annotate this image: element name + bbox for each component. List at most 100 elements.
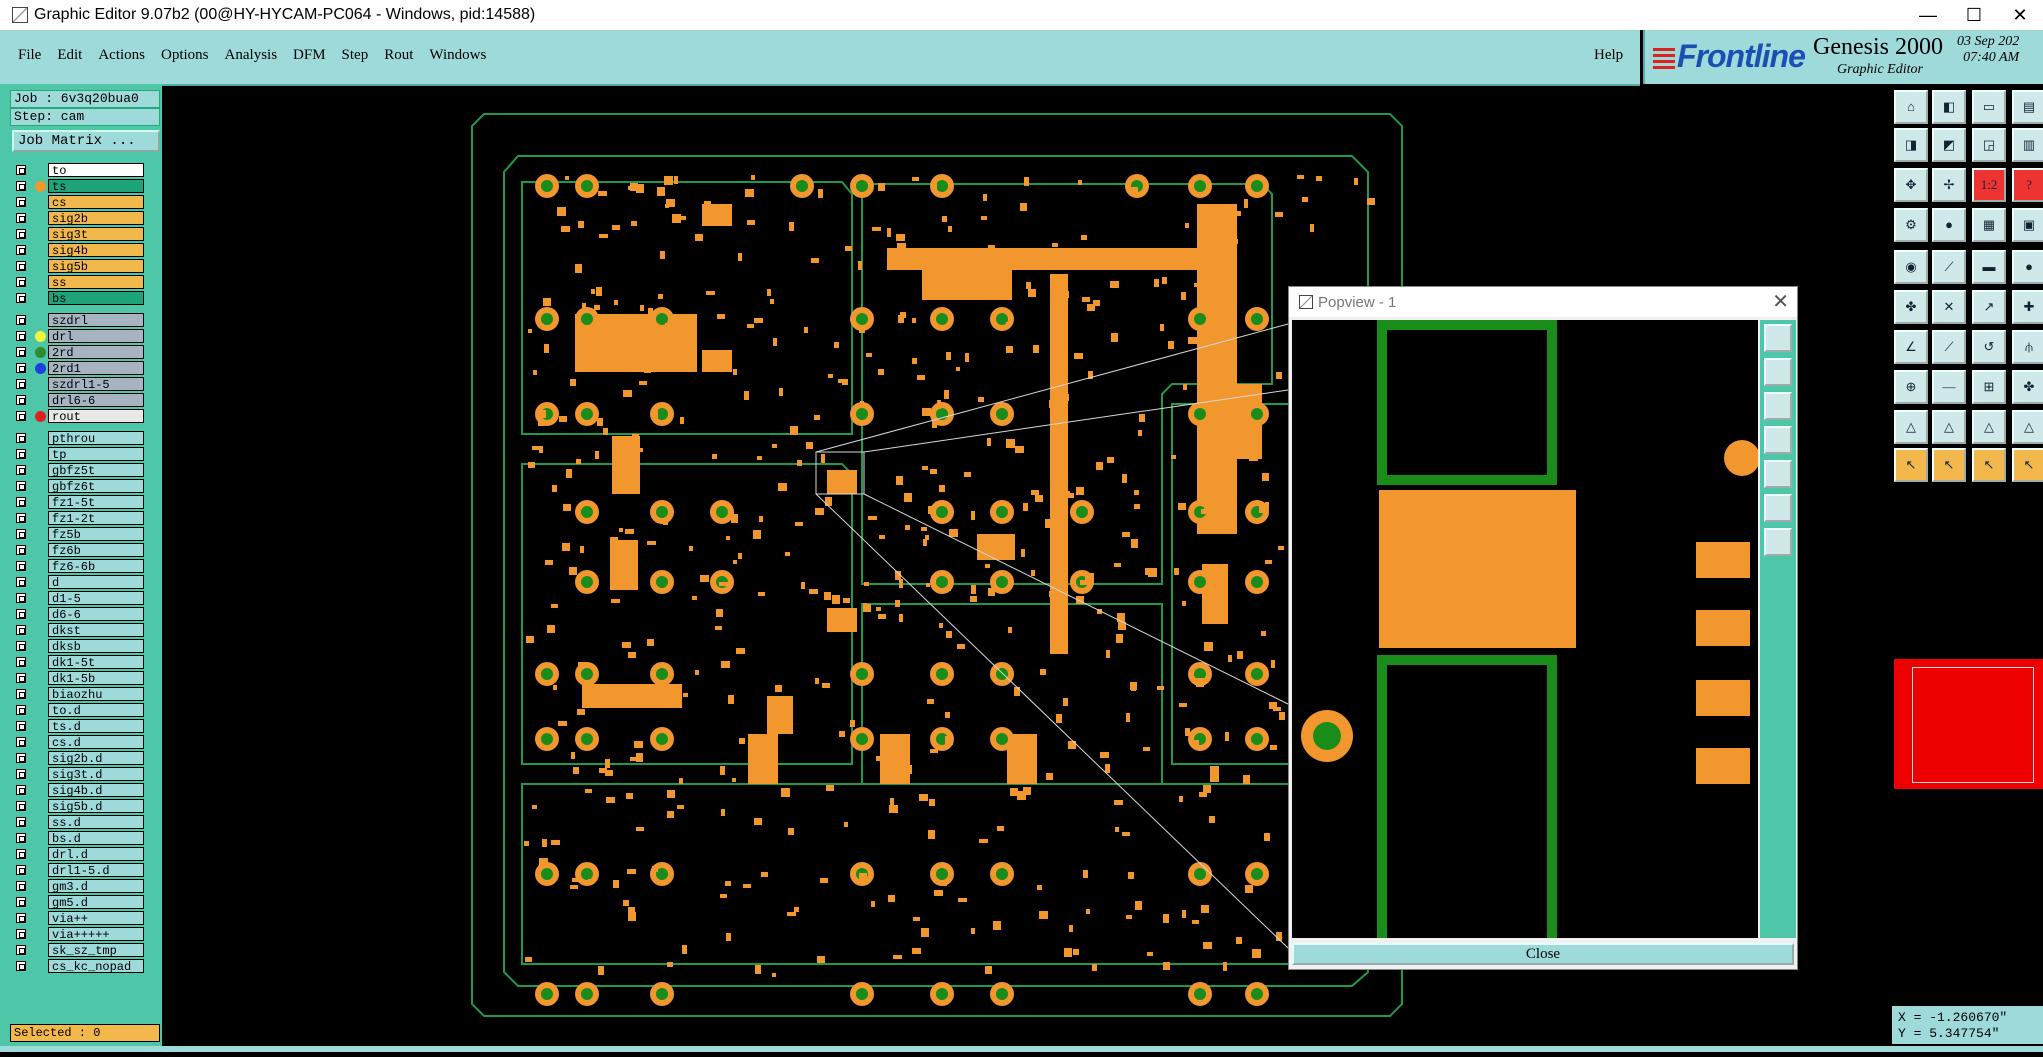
- toolbar-tool-10-icon[interactable]: ✢: [1932, 168, 1966, 202]
- layer-row-pthrou[interactable]: pthrou: [14, 430, 144, 446]
- toolbar-tool-1-icon[interactable]: ⌂: [1894, 90, 1928, 124]
- layer-checkbox[interactable]: [16, 481, 26, 491]
- layer-name[interactable]: fz6-6b: [48, 559, 144, 574]
- layer-row-szdrl[interactable]: szdrl: [14, 312, 144, 328]
- layer-checkbox[interactable]: [16, 197, 26, 207]
- layer-row-bs.d[interactable]: bs.d: [14, 830, 144, 846]
- layer-checkbox[interactable]: [16, 801, 26, 811]
- layer-name[interactable]: ss.d: [48, 815, 144, 830]
- toolbar-tool-30-icon[interactable]: —: [1932, 370, 1966, 404]
- layer-row-ss[interactable]: ss: [14, 274, 144, 290]
- toolbar-tool-13-icon[interactable]: ⚙: [1894, 208, 1928, 242]
- toolbar-tool-23-icon[interactable]: ↗: [1972, 290, 2006, 324]
- job-matrix-button[interactable]: Job Matrix ...: [12, 130, 160, 152]
- toolbar-tool-12-icon[interactable]: ?: [2012, 168, 2043, 202]
- layer-row-tp[interactable]: tp: [14, 446, 144, 462]
- toolbar-tool-5-icon[interactable]: ◨: [1894, 128, 1928, 162]
- layer-row-fz5b[interactable]: fz5b: [14, 526, 144, 542]
- toolbar-tool-14-icon[interactable]: ●: [1932, 208, 1966, 242]
- overview-thumbnail[interactable]: [1894, 659, 2043, 789]
- layer-row-drl[interactable]: drl: [14, 328, 144, 344]
- layer-name[interactable]: gm3.d: [48, 879, 144, 894]
- layer-name[interactable]: d6-6: [48, 607, 144, 622]
- layer-checkbox[interactable]: [16, 865, 26, 875]
- layer-name[interactable]: rout: [48, 409, 144, 424]
- layer-name[interactable]: dk1-5b: [48, 671, 144, 686]
- toolbar-tool-24-icon[interactable]: ✚: [2012, 290, 2043, 324]
- layer-row-sig2b.d[interactable]: sig2b.d: [14, 750, 144, 766]
- layer-name[interactable]: szdrl1-5: [48, 377, 144, 392]
- toolbar-tool-19-icon[interactable]: ▬: [1972, 250, 2006, 284]
- popview-tool-7-icon[interactable]: [1764, 528, 1792, 556]
- layer-checkbox[interactable]: [16, 833, 26, 843]
- layer-checkbox[interactable]: [16, 961, 26, 971]
- toolbar-tool-31-icon[interactable]: ⊞: [1972, 370, 2006, 404]
- layer-row-gbfz6t[interactable]: gbfz6t: [14, 478, 144, 494]
- layer-name[interactable]: sig5b: [48, 259, 144, 274]
- layer-row-sig2b[interactable]: sig2b: [14, 210, 144, 226]
- layer-name[interactable]: pthrou: [48, 431, 144, 446]
- layer-name[interactable]: fz6b: [48, 543, 144, 558]
- layer-row-gbfz5t[interactable]: gbfz5t: [14, 462, 144, 478]
- layer-checkbox[interactable]: [16, 545, 26, 555]
- toolbar-tool-11-icon[interactable]: 1:2: [1972, 168, 2006, 202]
- layer-row-bs[interactable]: bs: [14, 290, 144, 306]
- layer-checkbox[interactable]: [16, 689, 26, 699]
- layer-checkbox[interactable]: [16, 625, 26, 635]
- layer-checkbox[interactable]: [16, 737, 26, 747]
- layer-name[interactable]: drl.d: [48, 847, 144, 862]
- layer-name[interactable]: drl1-5.d: [48, 863, 144, 878]
- layer-row-gm3.d[interactable]: gm3.d: [14, 878, 144, 894]
- layer-row-ss.d[interactable]: ss.d: [14, 814, 144, 830]
- layer-row-drl6-6[interactable]: drl6-6: [14, 392, 144, 408]
- layer-row-sig4b[interactable]: sig4b: [14, 242, 144, 258]
- layer-row-dksb[interactable]: dksb: [14, 638, 144, 654]
- layer-checkbox[interactable]: [16, 363, 26, 373]
- layer-checkbox[interactable]: [16, 785, 26, 795]
- layer-row-fz1-5t[interactable]: fz1-5t: [14, 494, 144, 510]
- layer-checkbox[interactable]: [16, 315, 26, 325]
- layer-name[interactable]: sig3t.d: [48, 767, 144, 782]
- toolbar-tool-39-icon[interactable]: ↖: [1972, 448, 2006, 482]
- menu-file[interactable]: File: [18, 47, 42, 63]
- layer-row-sk_sz_tmp[interactable]: sk_sz_tmp: [14, 942, 144, 958]
- popview-tool-3-icon[interactable]: [1764, 392, 1792, 420]
- layer-row-drl1-5.d[interactable]: drl1-5.d: [14, 862, 144, 878]
- popview-close-button[interactable]: Close: [1292, 943, 1794, 965]
- layer-name[interactable]: sig4b: [48, 243, 144, 258]
- layer-row-fz6b[interactable]: fz6b: [14, 542, 144, 558]
- layer-row-sig4b.d[interactable]: sig4b.d: [14, 782, 144, 798]
- layer-row-szdrl1-5[interactable]: szdrl1-5: [14, 376, 144, 392]
- layer-row-to.d[interactable]: to.d: [14, 702, 144, 718]
- layer-name[interactable]: fz1-5t: [48, 495, 144, 510]
- layer-checkbox[interactable]: [16, 293, 26, 303]
- toolbar-tool-7-icon[interactable]: ◲: [1972, 128, 2006, 162]
- layer-name[interactable]: to.d: [48, 703, 144, 718]
- layer-row-biaozhu[interactable]: biaozhu: [14, 686, 144, 702]
- toolbar-tool-27-icon[interactable]: ↺: [1972, 330, 2006, 364]
- layer-name[interactable]: 2rd1: [48, 361, 144, 376]
- layer-row-rout[interactable]: rout: [14, 408, 144, 424]
- layer-name[interactable]: sig2b: [48, 211, 144, 226]
- layer-checkbox[interactable]: [16, 721, 26, 731]
- layer-checkbox[interactable]: [16, 433, 26, 443]
- layer-checkbox[interactable]: [16, 449, 26, 459]
- layer-row-sig3t.d[interactable]: sig3t.d: [14, 766, 144, 782]
- layer-row-via+++++[interactable]: via+++++: [14, 926, 144, 942]
- popview-tool-4-icon[interactable]: [1764, 426, 1792, 454]
- toolbar-tool-6-icon[interactable]: ◩: [1932, 128, 1966, 162]
- toolbar-tool-37-icon[interactable]: ↖: [1894, 448, 1928, 482]
- layer-name[interactable]: sig4b.d: [48, 783, 144, 798]
- layer-row-sig5b.d[interactable]: sig5b.d: [14, 798, 144, 814]
- layer-name[interactable]: fz1-2t: [48, 511, 144, 526]
- layer-name[interactable]: fz5b: [48, 527, 144, 542]
- popview-tool-6-icon[interactable]: [1764, 494, 1792, 522]
- layer-checkbox[interactable]: [16, 657, 26, 667]
- layer-row-to[interactable]: to: [14, 162, 144, 178]
- layer-row-dkst[interactable]: dkst: [14, 622, 144, 638]
- layer-row-2rd[interactable]: 2rd: [14, 344, 144, 360]
- pcb-view[interactable]: [162, 84, 1890, 1052]
- toolbar-tool-2-icon[interactable]: ◧: [1932, 90, 1966, 124]
- layer-checkbox[interactable]: [16, 913, 26, 923]
- layer-name[interactable]: drl: [48, 329, 144, 344]
